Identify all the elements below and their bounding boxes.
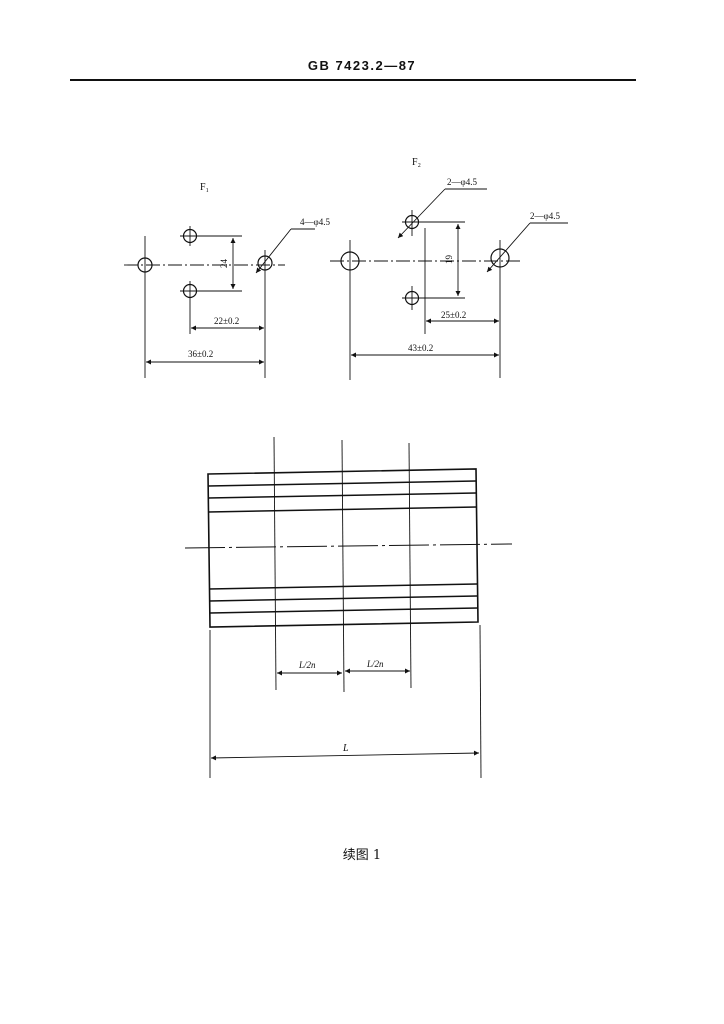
bar-section-line — [408, 442, 412, 689]
figure-f2-hole-pattern: F₂ 2— — [330, 157, 568, 380]
f1-hole-left — [137, 236, 153, 378]
f1-hole-right — [257, 250, 273, 378]
figure-f1-label: F₁ — [200, 182, 209, 193]
bar-dim-total: L — [342, 743, 349, 754]
header-rule — [70, 79, 636, 81]
f2-dim-outer: 43±0.2 — [408, 343, 433, 353]
figure-caption: 续图 1 — [342, 848, 382, 863]
figure-f1-hole-pattern: F₁ 4— — [124, 182, 330, 378]
f2-hole-right — [490, 240, 510, 378]
f1-hole-callout: 4—φ4.5 — [300, 217, 330, 227]
figure-f2-label: F₂ — [412, 157, 421, 168]
bar-extension-line — [479, 624, 482, 779]
figure-bar-side-view: L/2n L/2n L — [184, 436, 513, 779]
bar-dim-total-line — [210, 750, 480, 761]
bar-section-line — [341, 439, 345, 693]
standard-number-header: GB 7423.2—87 — [307, 58, 417, 73]
f1-hole-bottom — [180, 281, 242, 334]
f2-dim-vertical: 19 — [444, 255, 454, 265]
bar-center-axis — [184, 543, 513, 549]
bar-dim-segment-left: L/2n — [298, 660, 316, 670]
f1-dim-vertical: 24 — [219, 259, 229, 269]
f2-hole-callout-right: 2—φ4.5 — [530, 211, 560, 221]
f2-hole-left — [340, 240, 360, 380]
f2-dim-inner: 25±0.2 — [441, 310, 466, 320]
f1-dim-outer: 36±0.2 — [188, 349, 213, 359]
f2-hole-top — [402, 210, 465, 236]
bar-outline — [207, 468, 479, 628]
f1-dim-inner: 22±0.2 — [214, 316, 239, 326]
f2-hole-callout-top: 2—φ4.5 — [447, 177, 477, 187]
bar-section-line — [273, 436, 277, 691]
bar-dim-segment-right: L/2n — [366, 659, 384, 669]
bar-fin-line — [209, 607, 479, 614]
f2-hole-bottom — [402, 286, 465, 310]
f1-hole-top — [180, 226, 242, 246]
